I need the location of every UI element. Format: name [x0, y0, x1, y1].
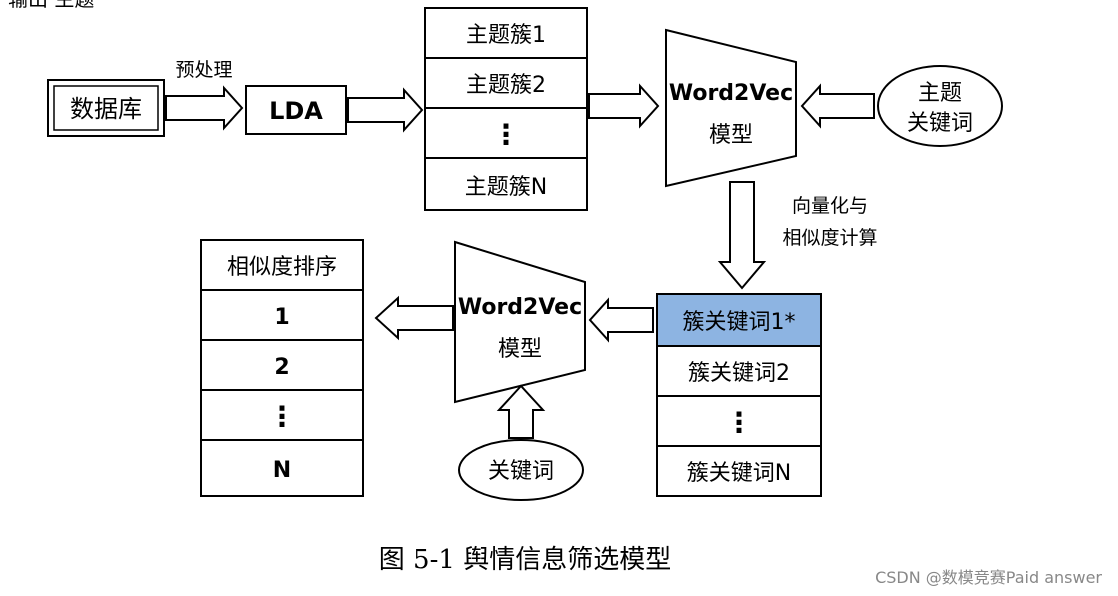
vectorize-line1: 向量化与 [792, 195, 868, 217]
arrow-model1-to-keywords [717, 181, 767, 290]
cluster-keyword-2: 簇关键词2 [688, 361, 790, 386]
figure-caption: 图 5-1 舆情信息筛选模型 [379, 545, 671, 575]
cluster-keyword-highlight [656, 293, 822, 347]
model1-name: Word2Vec [669, 81, 793, 106]
arrow-keyword-to-model1 [800, 83, 875, 129]
cluster-keyword-1: 簇关键词1* [683, 310, 796, 335]
keyword-oval-label: 关键词 [488, 459, 554, 484]
topic-cluster-1: 主题簇1 [466, 23, 546, 48]
arrow-lda-to-clusters [347, 87, 424, 133]
topic-cluster-table: 主题簇1 主题簇2 ⋮ 主题簇N [424, 7, 588, 211]
cluster-keyword-table: 簇关键词1* 簇关键词2 ⋮ 簇关键词N [656, 293, 822, 497]
preprocess-label: 预处理 [175, 59, 232, 81]
topic-cluster-2: 主题簇2 [466, 73, 546, 98]
word2vec-model-1: Word2Vec 模型 [665, 28, 797, 188]
similarity-ranking-table: 相似度排序 1 2 ⋮ N [200, 239, 364, 497]
ranking-item-2: 2 [274, 355, 289, 380]
ranking-item-ellipsis: ⋮ [268, 400, 296, 433]
topic-keyword-line2: 关键词 [907, 111, 973, 136]
topic-cluster-ellipsis: ⋮ [492, 118, 520, 151]
arrow-model2-to-ranking [374, 295, 454, 341]
ranking-header: 相似度排序 [227, 255, 337, 280]
ranking-item-n: N [273, 458, 291, 483]
database-label: 数据库 [70, 95, 142, 123]
vectorize-line2: 相似度计算 [782, 227, 877, 249]
topic-cluster-n: 主题簇N [465, 175, 547, 200]
topic-keyword-oval: 主题 关键词 [877, 65, 1003, 147]
arrow-keyword-to-model2 [496, 384, 546, 439]
keyword-oval: 关键词 [458, 439, 584, 501]
arrow-db-to-lda [165, 85, 244, 131]
ranking-item-1: 1 [274, 305, 289, 330]
csdn-watermark: CSDN @数模竞赛Paid answer [875, 568, 1102, 587]
top-fragment: 输出 主题 [8, 0, 94, 11]
model1-sub: 模型 [709, 123, 753, 148]
model2-name: Word2Vec [458, 295, 582, 320]
lda-box: LDA [245, 85, 347, 135]
lda-label: LDA [269, 97, 323, 125]
model2-sub: 模型 [498, 337, 542, 362]
arrow-clusters-to-model [588, 83, 660, 129]
arrow-keywords-to-model2 [588, 297, 654, 343]
cluster-keyword-ellipsis: ⋮ [725, 406, 753, 439]
cluster-keyword-n: 簇关键词N [687, 461, 791, 486]
topic-keyword-line1: 主题 [918, 81, 962, 106]
database-box: 数据库 [47, 79, 165, 137]
word2vec-model-2: Word2Vec 模型 [454, 240, 586, 404]
